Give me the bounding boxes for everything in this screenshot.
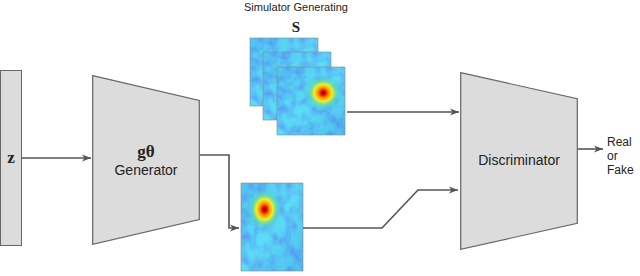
heatmap-sample	[277, 67, 345, 135]
generated-heatmap	[241, 183, 303, 271]
trapezoid-shape	[461, 73, 578, 250]
output-label: Real or Fake	[607, 136, 639, 177]
text-group: gθGenerator	[92, 75, 200, 245]
connector-arrow	[347, 111, 459, 113]
discriminator-block: Discriminator	[460, 72, 578, 250]
node-title: gθ	[137, 141, 154, 162]
node-title: z	[7, 147, 15, 168]
node-title: Simulator Generating	[244, 1, 348, 15]
flow-line	[303, 190, 458, 228]
flow-line	[200, 155, 239, 228]
text-group: Simulator GeneratingS	[244, 1, 348, 37]
text-group: z	[1, 71, 21, 245]
input-vector: z	[0, 70, 22, 246]
heatmap-frame	[277, 67, 345, 135]
heatmap-peak	[303, 74, 344, 112]
node-subtitle: S	[244, 18, 348, 37]
simulator-stack: Simulator GeneratingS	[245, 0, 347, 140]
connector-arrow	[22, 157, 91, 159]
node-title: Discriminator	[478, 152, 560, 170]
node-subtitle: Generator	[114, 162, 177, 180]
generator-block: gθGenerator	[92, 75, 200, 245]
heatmap-frame	[241, 183, 303, 271]
text-group: Discriminator	[460, 72, 578, 250]
trapezoid-shape	[93, 76, 200, 245]
output-arrow	[578, 148, 603, 150]
heatmap-texture	[277, 67, 345, 135]
